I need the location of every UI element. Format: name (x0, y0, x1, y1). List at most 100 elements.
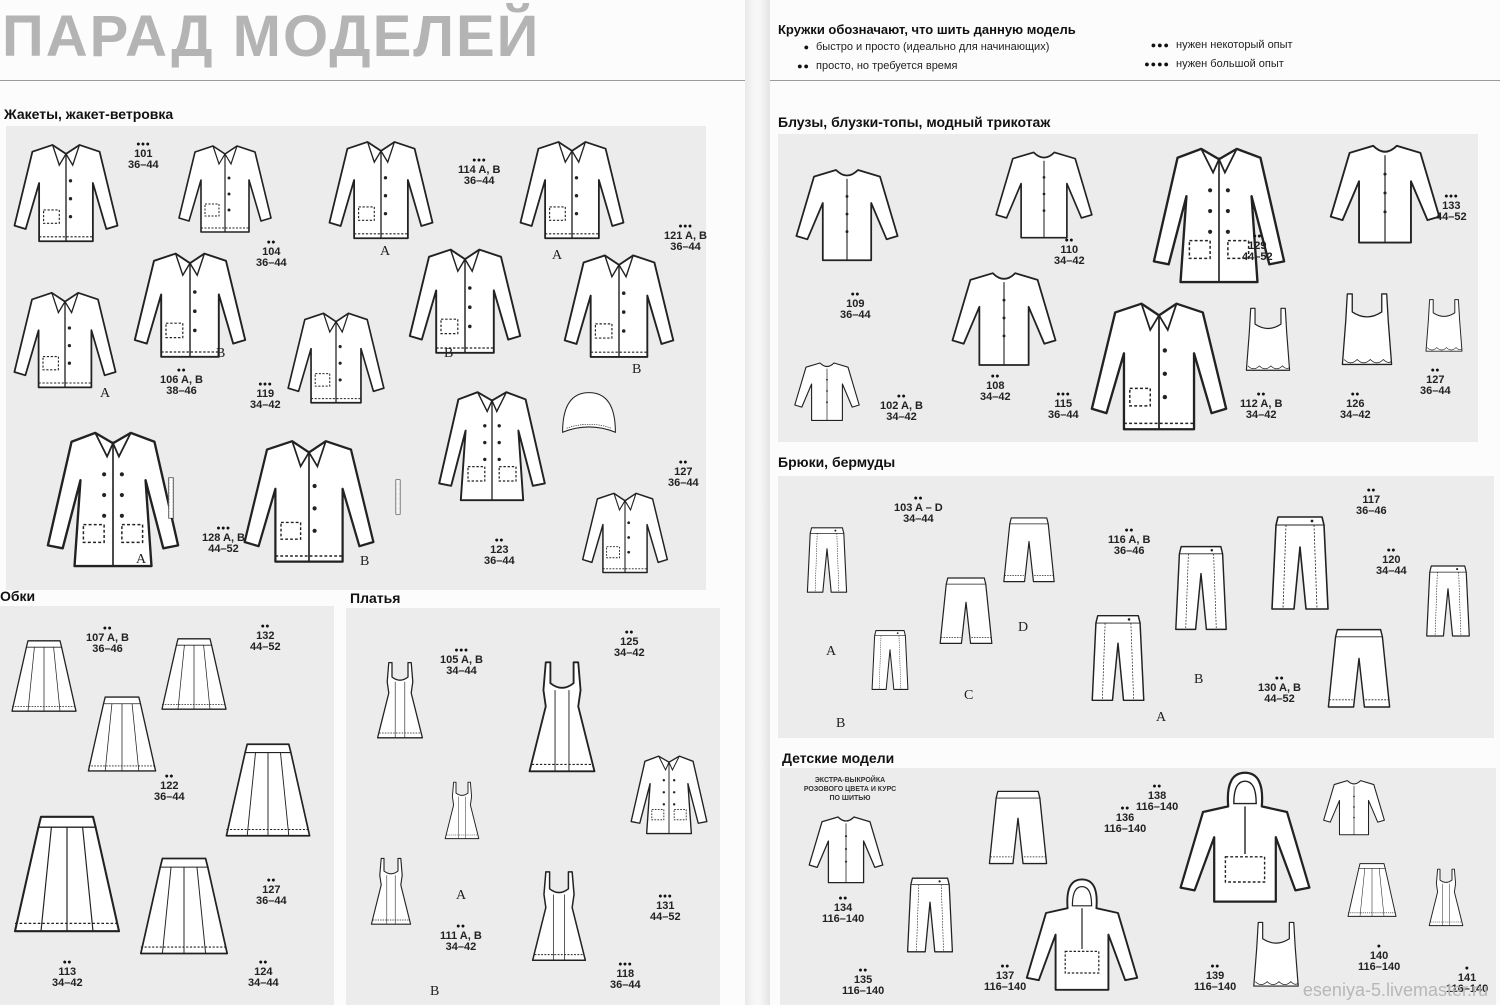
right-page: Кружки обозначают, что шить данную модел… (770, 0, 1500, 1005)
garment-jacket-114 (306, 133, 456, 245)
legend-row: ●●●●нужен большой опыт (1130, 58, 1284, 70)
variant-letter: B (360, 554, 370, 569)
variant-letter: A (1156, 710, 1167, 725)
garment-kids-137 (1022, 874, 1142, 1000)
kids-extra-note: ЭКСТРА-ВЫКРОЙКА РОЗОВОГО ЦВЕТА И КУРС ПО… (803, 777, 897, 802)
variant-letter: B (836, 716, 846, 731)
garment-hood-123 (554, 386, 624, 452)
variant-letter: C (964, 688, 974, 703)
legend-row: ●●просто, но требуется время (770, 60, 957, 72)
garment-jacket-106a (10, 280, 120, 398)
garment-jacket-115 (1086, 290, 1232, 440)
difficulty-dots: ●●● (136, 141, 151, 148)
legend-row: ●●●нужен некоторый опыт (1130, 39, 1293, 51)
garment-skirt-107 (4, 616, 84, 736)
model-sizes: 36–44 (128, 159, 159, 171)
garment-dress-125 (504, 598, 620, 838)
garment-blouse-109 (792, 140, 902, 288)
garment-jacket-119 (284, 298, 388, 416)
legend-dots: ● (803, 42, 810, 52)
garment-sweater-108 (918, 262, 1090, 374)
variant-letter: B (216, 346, 226, 361)
legend-dots: ●● (797, 61, 810, 71)
garment-skirt-113 (2, 804, 132, 944)
variant-letter: A (380, 244, 391, 259)
garment-blouse-110 (974, 142, 1114, 246)
garment-jacket-106b (120, 244, 260, 364)
garment-pants-103d (992, 484, 1066, 620)
garment-jacket-104 (175, 138, 275, 238)
variant-letter: A (136, 552, 147, 567)
garment-top-127 (1414, 286, 1474, 366)
page-gutter (745, 0, 770, 1005)
variant-letter: B (444, 346, 454, 361)
variant-letter: A (456, 888, 467, 903)
variant-letter: D (1018, 620, 1029, 635)
garment-dress-118 (512, 832, 606, 1002)
section-title-kids: Детские модели (782, 750, 895, 766)
garment-top-112 (1232, 294, 1304, 386)
section-title-skirts: Обки (0, 588, 36, 604)
legend-heading: Кружки обозначают, что шить данную модел… (778, 22, 1076, 37)
section-title-jackets: Жакеты, жакет-ветровка (4, 106, 174, 122)
watermark: eseniya-5.livemaster.ru (1302, 980, 1488, 1000)
garment-pants-103b (858, 588, 922, 732)
garment-pants-120 (1410, 508, 1486, 694)
garment-belt-128b (380, 432, 416, 562)
garment-pants-116b (1156, 514, 1246, 662)
left-page: ПАРАД МОДЕЛЕЙ Жакеты, жакет-ветровка ●●●… (0, 0, 745, 1005)
garment-jacket-114b (386, 240, 544, 360)
garment-dress-105 (360, 616, 440, 786)
garment-coat-123 (432, 362, 552, 528)
section-title-blouses: Блузы, блузки-топы, модный трикотаж (778, 114, 1051, 130)
garment-dress-111a (432, 736, 492, 886)
legend-dots: ●●●● (1144, 59, 1170, 69)
page-title: ПАРАД МОДЕЛЕЙ (2, 4, 541, 69)
garment-pants-103a (792, 480, 862, 640)
garment-jacket-128b (232, 430, 386, 570)
variant-letter: B (430, 984, 440, 999)
garment-jacket-121b (554, 246, 684, 364)
legend-dots: ●●● (1150, 40, 1170, 50)
variant-letter: B (632, 362, 642, 377)
variant-letter: A (100, 386, 111, 401)
garment-belt-128 (150, 428, 192, 568)
garment-dress-131 (626, 694, 712, 894)
garment-pants-116a (1072, 584, 1164, 732)
variant-letter: B (1194, 672, 1204, 687)
variant-letter: A (552, 248, 563, 263)
garment-skirt-122 (80, 686, 164, 782)
garment-jacket-121 (512, 133, 632, 245)
